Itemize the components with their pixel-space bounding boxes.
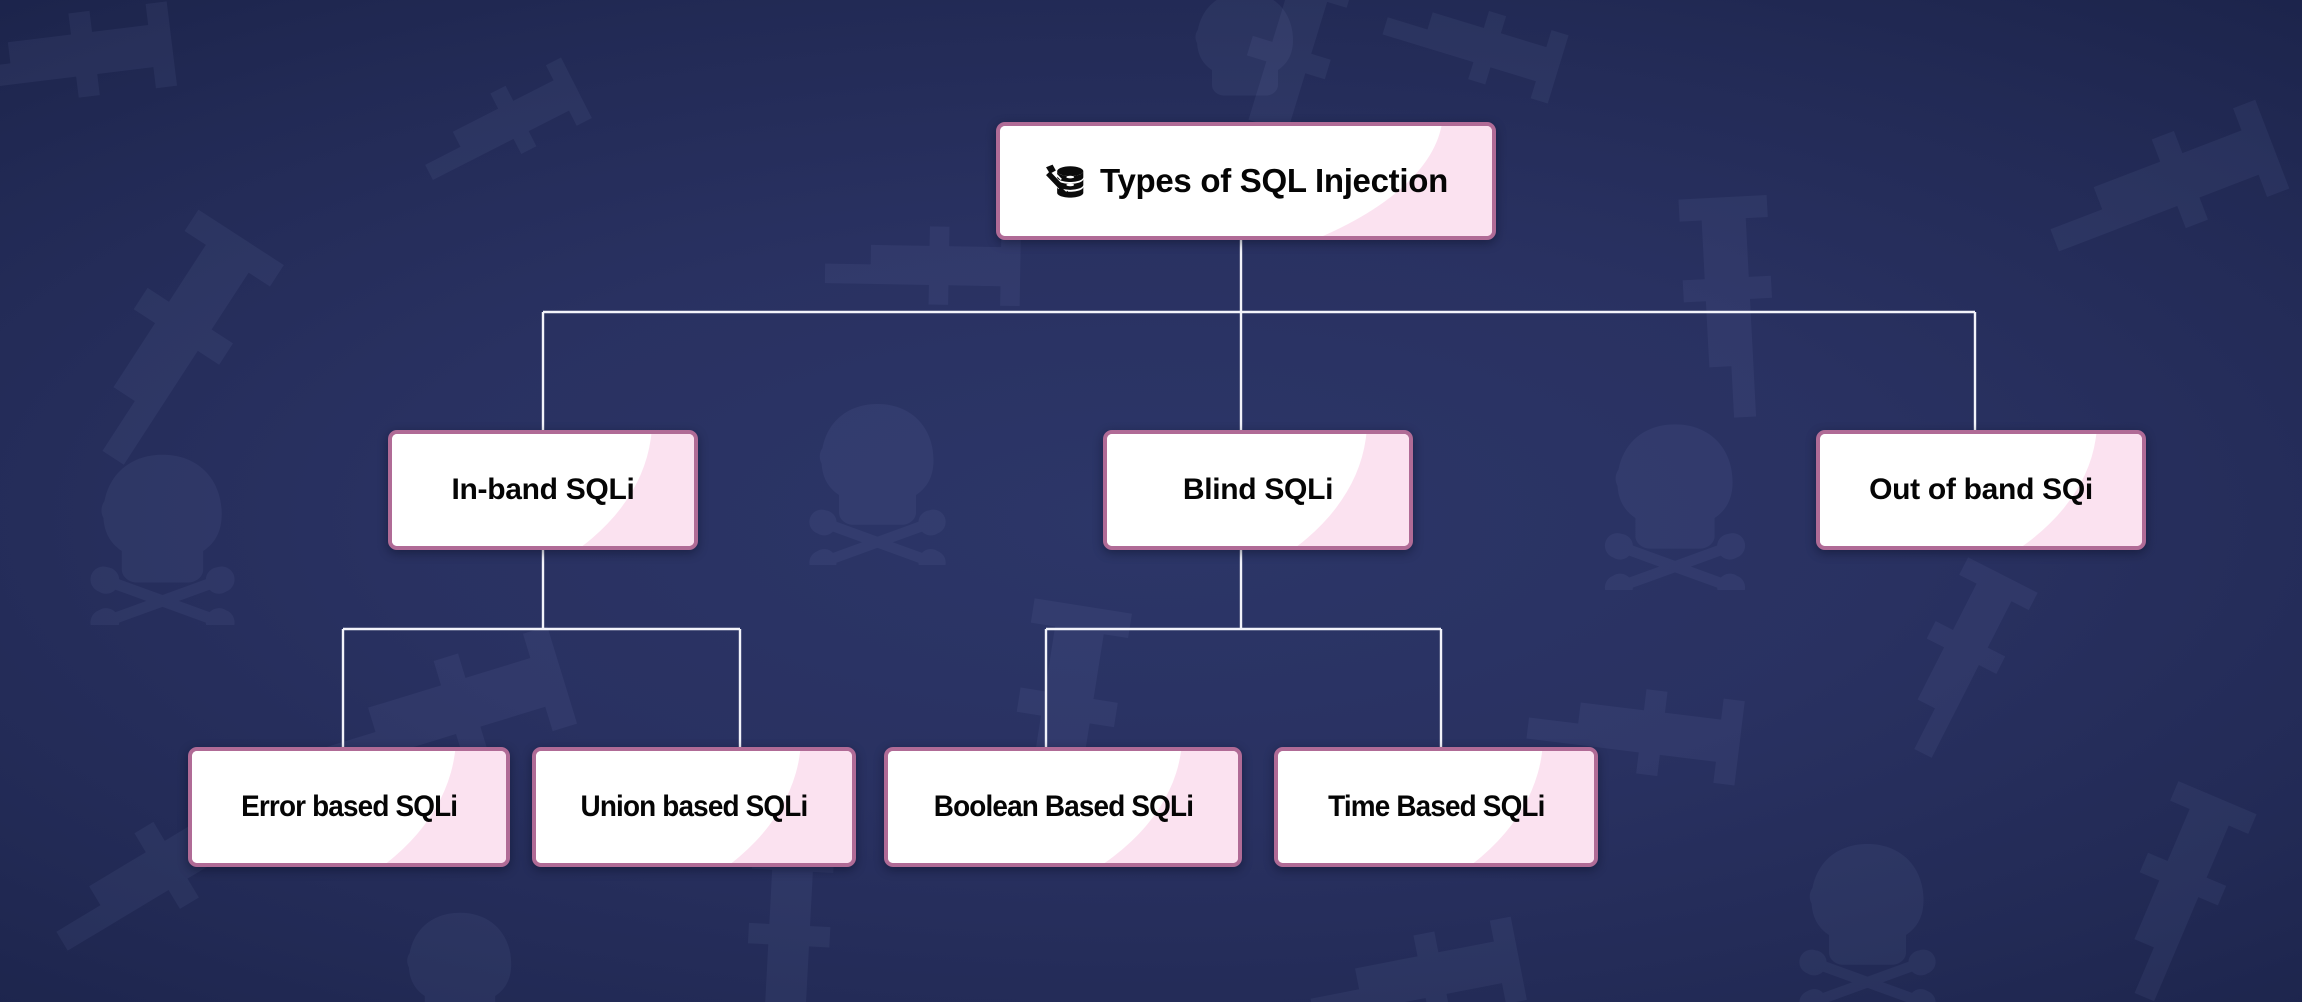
node-out-of-band-sqi[interactable]: Out of band SQi: [1816, 430, 2146, 550]
syringe-watermark: [277, 537, 683, 943]
syringe-watermark: [42, 162, 398, 518]
skull-crossbones-watermark: [1170, 0, 1320, 130]
node-boolean-based-sqli[interactable]: Boolean Based SQLi: [884, 747, 1242, 867]
skull-crossbones-watermark: [790, 390, 965, 565]
skull-crossbones-watermark: [1780, 830, 1955, 1002]
node-label: Out of band SQi: [1869, 473, 2093, 506]
card-accent-wedge: [192, 751, 506, 863]
syringe-watermark: [1850, 510, 2140, 800]
card-accent-wedge: [392, 434, 694, 546]
card-accent-wedge: [1278, 751, 1594, 863]
syringe-watermark: [2015, 25, 2302, 395]
database-syringe-icon: [1046, 164, 1084, 198]
node-label: Blind SQLi: [1182, 473, 1334, 506]
node-error-based-sqli[interactable]: Error based SQLi: [188, 747, 510, 867]
node-union-based-sqli[interactable]: Union based SQLi: [532, 747, 856, 867]
syringe-watermark: [2052, 722, 2302, 1002]
skull-crossbones-watermark: [380, 900, 540, 1002]
node-label-wrapper: Types of SQL Injection: [1044, 162, 1448, 200]
node-label: In-band SQLi: [451, 473, 635, 506]
node-types-of-sql-injection[interactable]: Types of SQL Injection: [996, 122, 1496, 240]
skull-crossbones-watermark: [70, 440, 255, 625]
skull-crossbones-watermark: [1585, 410, 1765, 590]
node-in-band-sqli[interactable]: In-band SQLi: [388, 430, 698, 550]
card-accent-wedge: [1107, 434, 1409, 546]
syringe-watermark: [1576, 96, 1943, 463]
node-label: Boolean Based SQLi: [933, 790, 1193, 823]
node-blind-sqli[interactable]: Blind SQLi: [1103, 430, 1413, 550]
node-label: Types of SQL Injection: [1100, 162, 1448, 199]
node-label: Union based SQLi: [580, 790, 809, 823]
card-accent-wedge: [1820, 434, 2142, 546]
node-label: Time Based SQLi: [1327, 790, 1545, 823]
node-time-based-sqli[interactable]: Time Based SQLi: [1274, 747, 1598, 867]
syringe-watermark: [0, 0, 270, 260]
card-accent-wedge: [888, 751, 1238, 863]
card-accent-wedge: [536, 751, 852, 863]
node-label: Error based SQLi: [240, 790, 458, 823]
syringe-watermark: [404, 14, 656, 266]
